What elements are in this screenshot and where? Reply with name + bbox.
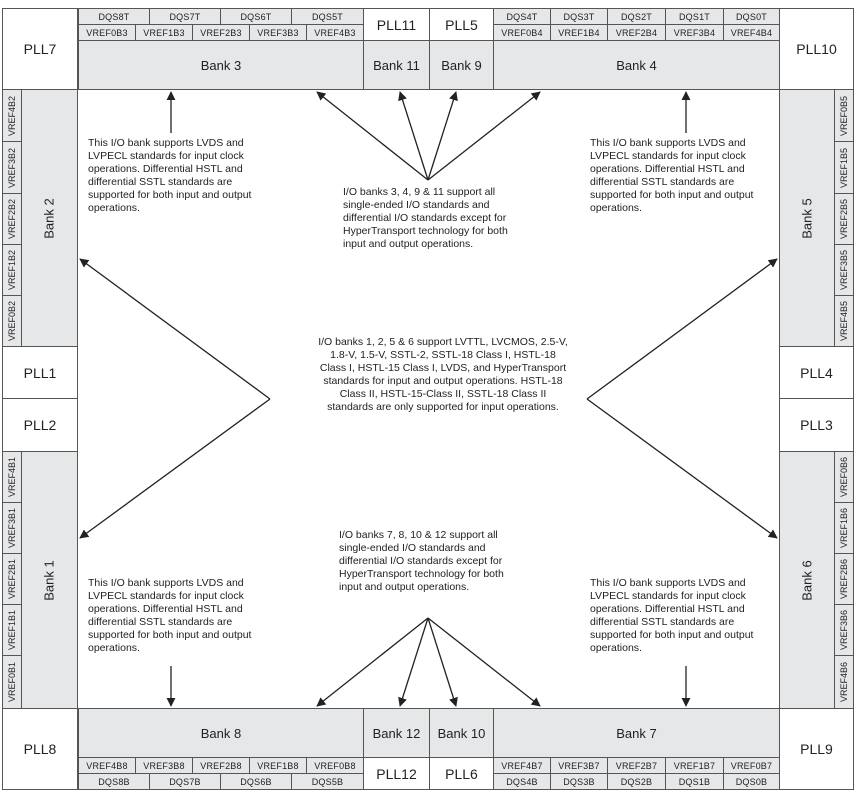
note-bottom-center: I/O banks 7, 8, 10 & 12 support all sing… xyxy=(339,529,504,593)
dqs-bottom-right-4: DQS0B xyxy=(723,773,780,790)
arrow-to-bank-5 xyxy=(586,258,778,400)
pll1-block: PLL1 xyxy=(2,346,78,399)
bank-9: Bank 9 xyxy=(429,40,494,90)
pll7-block: PLL7 xyxy=(2,8,78,90)
dqs-bottom-left-3: DQS5B xyxy=(291,773,364,790)
core-area xyxy=(77,89,780,709)
dqs-bottom-right-0: DQS4B xyxy=(493,773,551,790)
arrow-top-to-bank-3 xyxy=(316,91,429,181)
arrow-bottom-to-bank-12 xyxy=(398,617,429,707)
note-top-left: This I/O bank supports LVDS and LVPECL s… xyxy=(88,137,252,214)
bank-1: Bank 1 xyxy=(21,451,78,709)
bank-10: Bank 10 xyxy=(429,708,494,758)
dqs-bottom-left-2: DQS6B xyxy=(220,773,292,790)
arrow-top-to-bank-9 xyxy=(427,91,458,181)
arrow-bottom-to-bank-10 xyxy=(427,617,458,707)
bank-4: Bank 4 xyxy=(493,40,780,90)
note-middle: I/O banks 1, 2, 5 & 6 support LVTTL, LVC… xyxy=(318,336,568,413)
arrow-top-to-bank-4 xyxy=(427,91,541,181)
pll12-block: PLL12 xyxy=(363,757,430,790)
pll9-block: PLL9 xyxy=(779,708,854,790)
bank-12: Bank 12 xyxy=(363,708,430,758)
pll6-block: PLL6 xyxy=(429,757,494,790)
arrow-to-bank-2 xyxy=(79,258,271,400)
arrow-to-bank-6 xyxy=(586,398,778,539)
bank-3: Bank 3 xyxy=(78,40,364,90)
dqs-bottom-right-2: DQS2B xyxy=(607,773,666,790)
arrow-to-bank-1 xyxy=(79,398,271,539)
pll5-block: PLL5 xyxy=(429,8,494,41)
arrow-bottom-to-bank-8 xyxy=(316,617,429,707)
vref-right-upper-4: VREF4B5 xyxy=(834,295,854,347)
arrow-top-to-bank-11 xyxy=(398,91,429,181)
note-top-center: I/O banks 3, 4, 9 & 11 support all singl… xyxy=(343,186,508,250)
note-bottom-left: This I/O bank supports LVDS and LVPECL s… xyxy=(88,577,252,654)
note-bottom-right: This I/O bank supports LVDS and LVPECL s… xyxy=(590,577,754,654)
bank-7: Bank 7 xyxy=(493,708,780,758)
pll2-block: PLL2 xyxy=(2,398,78,452)
bank-11: Bank 11 xyxy=(363,40,430,90)
note-top-right: This I/O bank supports LVDS and LVPECL s… xyxy=(590,137,754,214)
vref-right-lower-4: VREF4B6 xyxy=(834,655,854,709)
arrow-bottom-to-bank-7 xyxy=(427,617,541,707)
pll11-block: PLL11 xyxy=(363,8,430,41)
pll8-block: PLL8 xyxy=(2,708,78,790)
